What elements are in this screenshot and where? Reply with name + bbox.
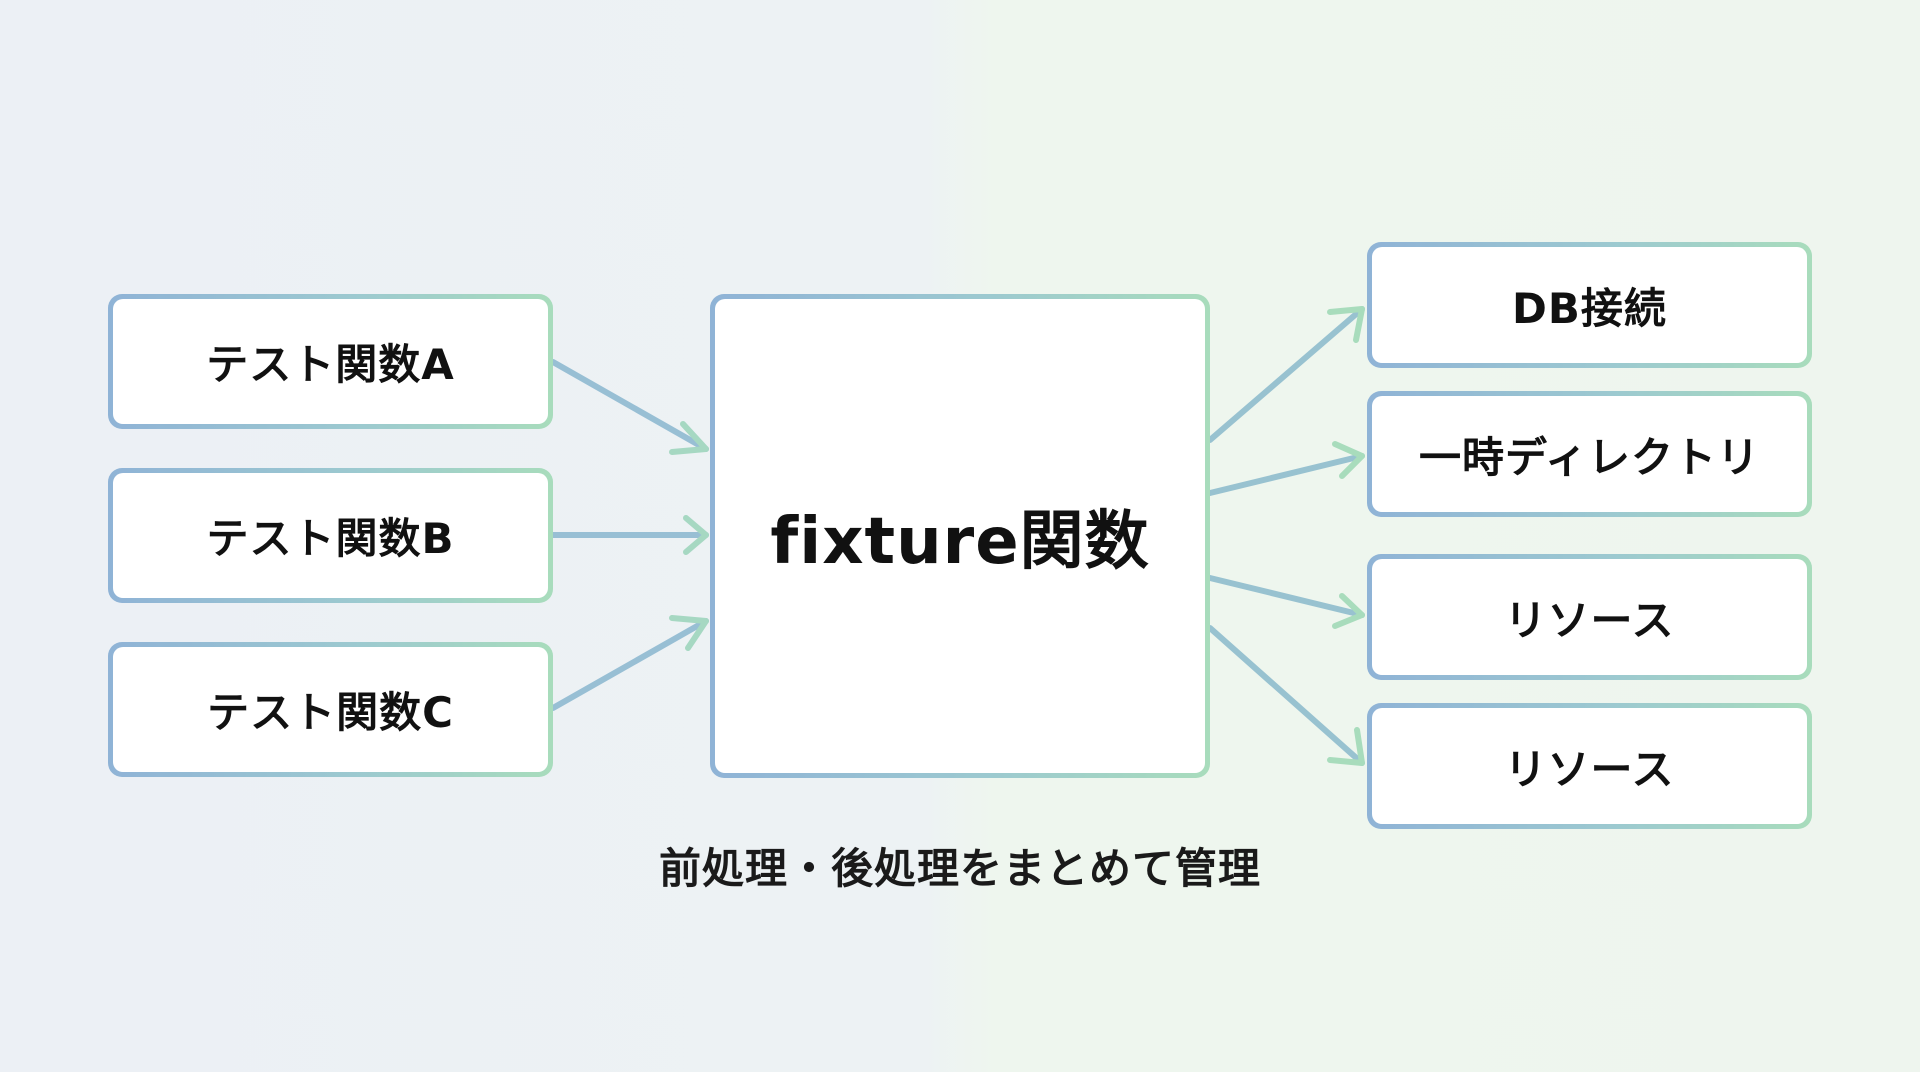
db-connection-label: DB接続 — [1372, 247, 1807, 363]
arrow-fixture-to-resource-1 — [1207, 575, 1365, 629]
resource-box-1: リソース — [1367, 554, 1812, 680]
test-function-b-box: テスト関数B — [108, 468, 553, 603]
test-function-b-label: テスト関数B — [113, 473, 548, 598]
resource-label-2: リソース — [1372, 708, 1807, 824]
arrow-b-to-fixture — [550, 515, 709, 555]
test-function-c-label: テスト関数C — [113, 647, 548, 772]
arrow-fixture-to-resource-2 — [1207, 625, 1365, 766]
temp-directory-box: 一時ディレクトリ — [1367, 391, 1812, 517]
test-function-a-box: テスト関数A — [108, 294, 553, 429]
arrow-fixture-to-tmpdir — [1207, 441, 1365, 496]
diagram-caption: 前処理・後処理をまとめて管理 — [658, 844, 1261, 893]
db-connection-box: DB接続 — [1367, 242, 1812, 368]
arrow-c-to-fixture — [550, 615, 709, 711]
arrow-fixture-to-db — [1207, 306, 1365, 443]
fixture-function-box: fixture関数 — [710, 294, 1210, 778]
fixture-function-label: fixture関数 — [715, 299, 1205, 773]
arrow-a-to-fixture — [550, 359, 709, 455]
resource-box-2: リソース — [1367, 703, 1812, 829]
temp-directory-label: 一時ディレクトリ — [1372, 396, 1807, 512]
resource-label-1: リソース — [1372, 559, 1807, 675]
test-function-a-label: テスト関数A — [113, 299, 548, 424]
test-function-c-box: テスト関数C — [108, 642, 553, 777]
